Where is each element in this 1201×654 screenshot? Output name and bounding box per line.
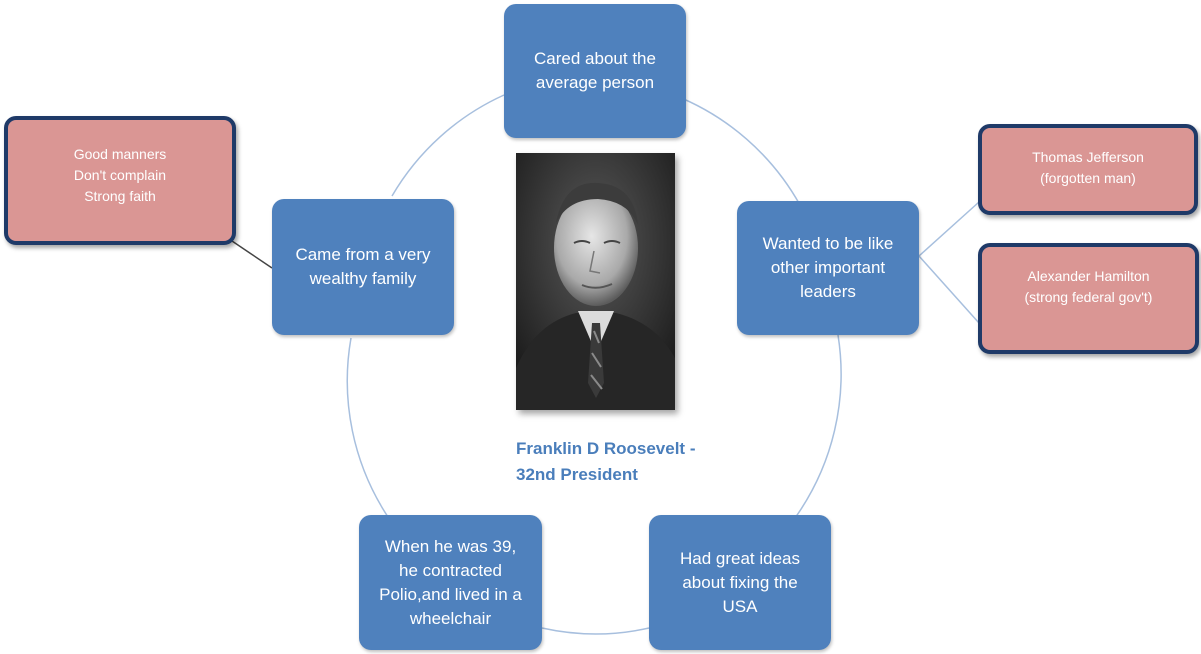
detail-manners-box: Good manners Don't complain Strong faith xyxy=(4,116,236,245)
connector-right-jefferson xyxy=(918,201,980,257)
node-great-ideas: Had great ideas about fixing the USA xyxy=(649,515,831,650)
node-cared-average-person: Cared about the average person xyxy=(504,4,686,138)
connector-left-manners xyxy=(231,240,273,269)
cycle-arc-left-top xyxy=(391,94,505,197)
cycle-arc-top-right xyxy=(673,94,801,206)
node-polio: When he was 39, he contracted Polio,and … xyxy=(359,515,542,650)
cycle-arc-bottom-left xyxy=(346,337,389,518)
president-caption: Franklin D Roosevelt - 32nd President xyxy=(516,439,696,484)
cycle-arc-right-bottom xyxy=(794,334,842,519)
connector-right-hamilton xyxy=(918,255,980,324)
node-wealthy-family: Came from a very wealthy family xyxy=(272,199,454,335)
cycle-arc-bottom xyxy=(541,627,650,635)
detail-jefferson-box: Thomas Jefferson (forgotten man) xyxy=(978,124,1198,215)
detail-hamilton-box: Alexander Hamilton (strong federal gov't… xyxy=(978,243,1199,354)
node-important-leaders: Wanted to be like other important leader… xyxy=(737,201,919,335)
roosevelt-portrait-image xyxy=(516,153,675,410)
